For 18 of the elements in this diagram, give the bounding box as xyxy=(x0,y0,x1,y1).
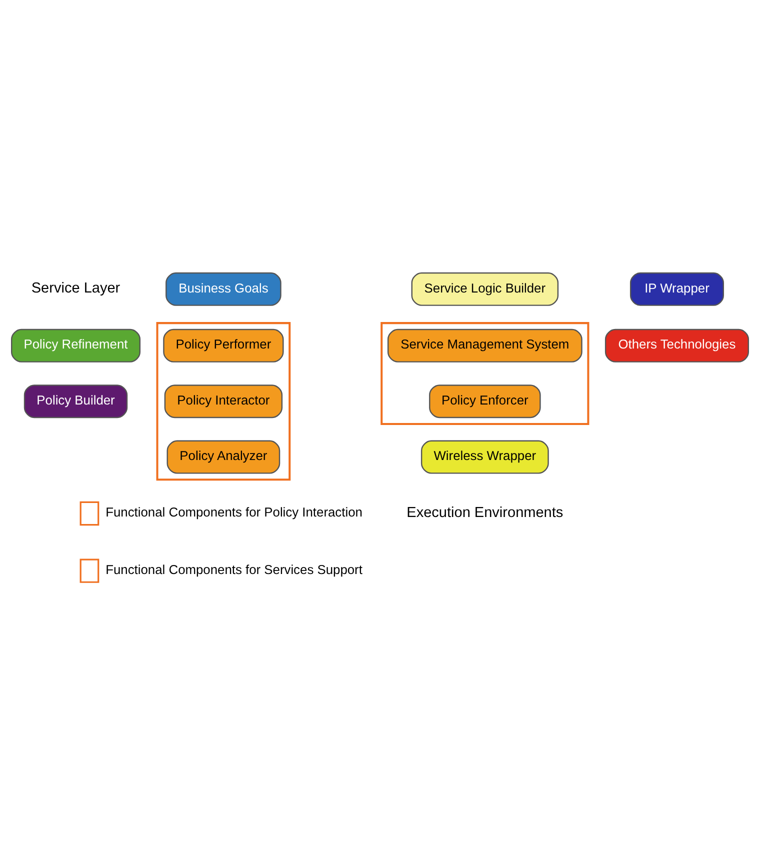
node-box: Business Goals xyxy=(166,272,282,306)
node-box: Policy Enforcer xyxy=(429,384,541,418)
legend-label: Functional Components for Policy Interaction xyxy=(106,504,362,520)
node-box: Others Technologies xyxy=(604,328,749,362)
node-box: Policy Interactor xyxy=(164,384,283,418)
node-box: Policy Performer xyxy=(163,328,284,362)
cluster xyxy=(380,322,590,425)
label: Execution Environments xyxy=(406,505,564,522)
node-box: Policy Analyzer xyxy=(166,440,280,474)
node-box: IP Wrapper xyxy=(630,272,724,306)
node-box: Service Logic Builder xyxy=(411,272,559,306)
node-box: Policy Refinement xyxy=(11,328,141,362)
cluster xyxy=(156,322,291,481)
label: Service Layer xyxy=(31,280,120,297)
node-box: Service Management System xyxy=(387,328,582,362)
legend-label: Functional Components for Services Support xyxy=(106,562,362,577)
node-box: Policy Builder xyxy=(24,384,128,418)
node-box: Wireless Wrapper xyxy=(420,440,549,474)
